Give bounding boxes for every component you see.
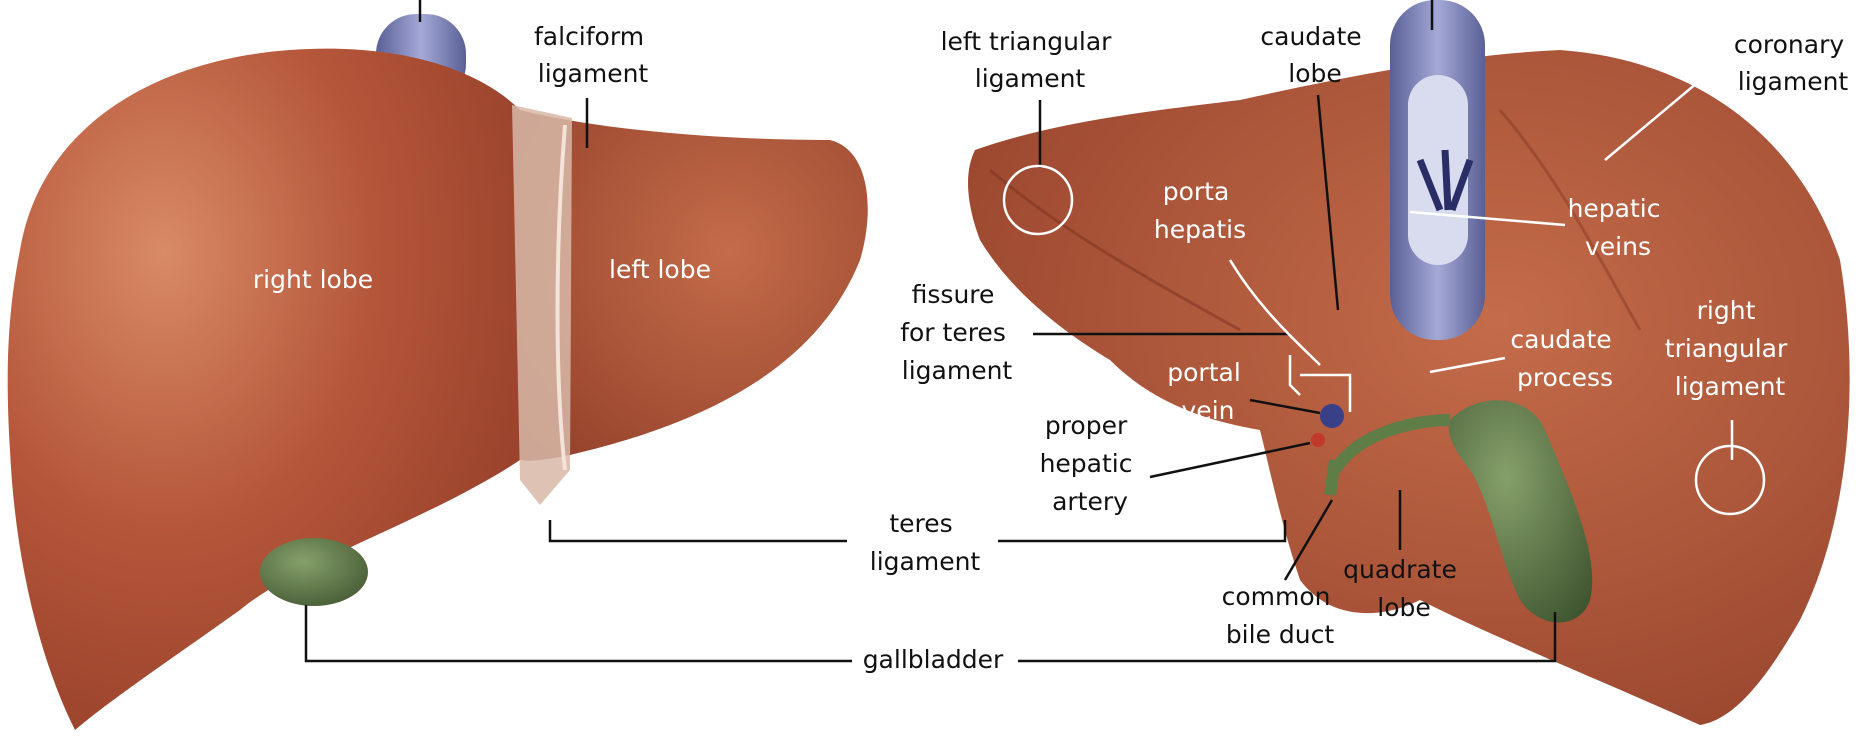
label-falciform-ligament: falciform ligament [534,22,652,88]
label-common-bile-duct: common bile duct [1222,582,1339,649]
label-gallbladder: gallbladder [863,645,1004,674]
label-proper-hepatic-artery: proper hepatic artery [1040,411,1141,516]
label-right-lobe: right lobe [253,265,373,294]
label-left-lobe: left lobe [609,255,711,284]
gallbladder-anterior [260,538,368,606]
label-teres-ligament: teres ligament [870,509,981,576]
portal-vein-marker [1320,404,1344,428]
anterior-view [8,14,868,730]
label-fissure-for-teres-ligament: fissure for teres ligament [900,280,1014,385]
left-lobe-shape [520,110,868,461]
right-lobe-shape [8,49,526,730]
label-left-triangular-ligament: left triangular ligament [941,27,1120,93]
label-coronary-ligament: coronary ligament [1734,30,1852,96]
